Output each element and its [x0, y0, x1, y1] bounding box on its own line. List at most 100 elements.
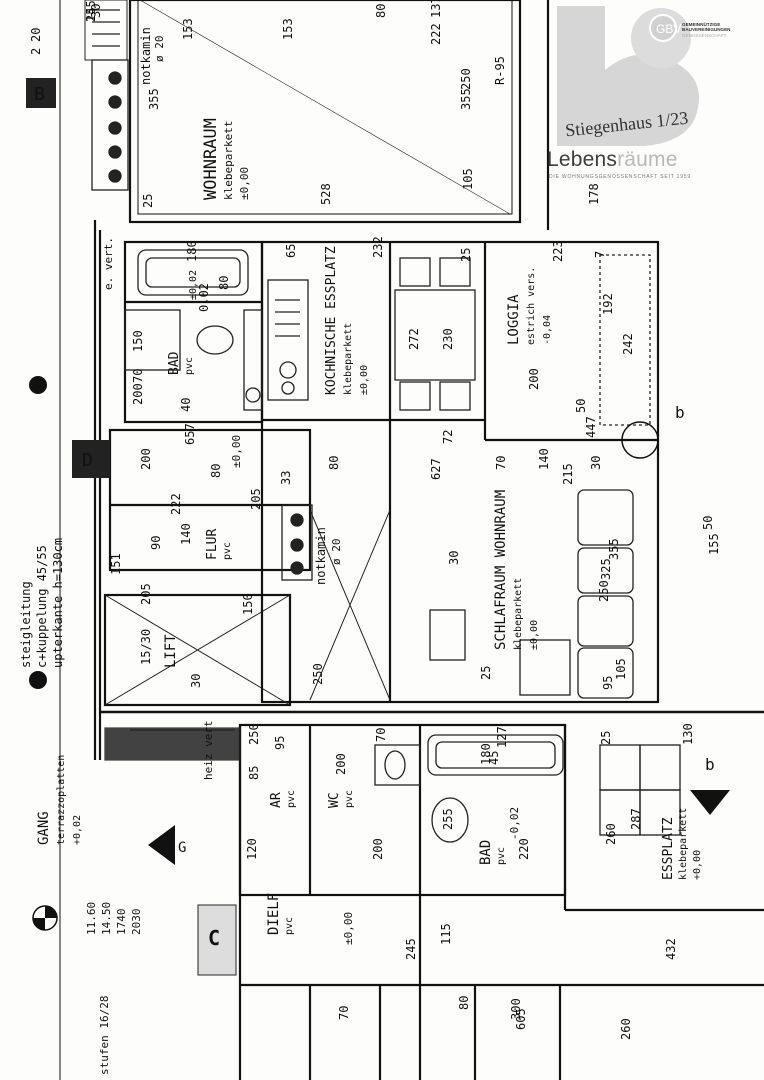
note-heiz-vert: heiz vert — [202, 720, 215, 780]
dimension-label: 70 — [131, 369, 145, 383]
room-name-schlafraum: SCHLAFRAUM WOHNRAUM — [493, 490, 509, 650]
logo-shape-icon: GBV — [557, 6, 700, 146]
dimension-label: 80 — [327, 456, 341, 470]
dimension-label: 355 — [147, 88, 161, 110]
dimension-label: 153 — [281, 18, 295, 40]
room-level-dielf: ±0,00 — [342, 912, 355, 945]
dimension-label: 200 — [527, 368, 541, 390]
dimension-label: 242 — [621, 333, 635, 355]
dimension-label: 325 — [599, 558, 613, 580]
dimension-label: 80 — [374, 4, 388, 18]
dimension-label: 70 — [494, 456, 508, 470]
dimension-label: 80 — [457, 996, 471, 1010]
dimension-label: 127 — [495, 726, 509, 748]
room-name-bad-top: BAD — [167, 351, 182, 375]
dimension-label: 80 — [209, 464, 223, 478]
dimension-label: 200 — [334, 753, 348, 775]
dimension-label: 260 — [604, 823, 618, 845]
dimension-label: 50 — [701, 516, 715, 530]
dimension-label: 33 — [279, 471, 293, 485]
room-name-dielf: DIELF — [266, 893, 282, 935]
room-name-wc: WC — [327, 792, 342, 808]
section-markers: B D C G b b — [26, 78, 730, 976]
dimension-label: 25 — [84, 8, 98, 22]
room-floor-schlafraum: klebeparkett — [513, 578, 524, 650]
note-height-3: 2030 — [130, 909, 143, 936]
dimension-label: 657 — [183, 423, 197, 445]
dimension-label: 272 — [407, 328, 421, 350]
room-floor-essplatz: klebeparkett — [678, 808, 689, 880]
dimension-label: 85 — [247, 766, 261, 780]
dimension-label: 30 — [189, 674, 203, 688]
note-notkamin-top-size: ø 20 — [153, 36, 166, 63]
dimension-label: 30 — [589, 456, 603, 470]
dimension-label: 300 — [509, 998, 523, 1020]
section-mark-g: G — [178, 840, 186, 856]
dimension-label: 50 — [574, 399, 588, 413]
dimension-label: 25 — [479, 666, 493, 680]
note-e-vert: e. vert. — [102, 237, 115, 290]
room-name-loggia: LOGGIA — [506, 294, 522, 345]
dimension-label: 230 — [441, 328, 455, 350]
room-level-wohnraum-top: ±0,00 — [238, 167, 251, 200]
note-height-0: 11.60 — [85, 902, 98, 935]
room-name-kochnische: KOCHNISCHE ESSPLATZ — [324, 246, 339, 395]
note-notkamin-mid: notkamin — [314, 527, 328, 585]
dimension-label: 605 — [514, 1008, 528, 1030]
dimension-label: 140 — [537, 448, 551, 470]
dimension-label: 232 — [371, 236, 385, 258]
room-floor-ar: pvc — [286, 790, 297, 808]
dimension-label: 200 — [139, 448, 153, 470]
room-floor-dielf: pvc — [284, 917, 295, 935]
dimension-label: 178 — [587, 183, 601, 205]
room-name-gang: GANG — [36, 811, 52, 845]
dimension-label: 150 — [241, 593, 255, 615]
dimension-label: 250 — [311, 663, 325, 685]
dimension-label: 245 — [404, 938, 418, 960]
dimension-label: 355 — [459, 88, 473, 110]
dimension-label: 145 — [84, 0, 98, 22]
dimension-label: R-95 — [493, 56, 507, 85]
dimension-label: 260 — [619, 1018, 633, 1040]
room-name-essplatz: ESSPLATZ — [661, 817, 676, 880]
note-unterkante: upterkante h=130cm — [51, 538, 65, 668]
dimension-label: 130 — [681, 723, 695, 745]
dimension-label: 140 — [179, 523, 193, 545]
dimension-label: 105 — [461, 168, 475, 190]
dimension-label: 250 — [459, 68, 473, 90]
room-level-gang: +0,02 — [72, 815, 83, 845]
dimension-label: 95 — [273, 736, 287, 750]
room-level-bad-top: ±0,02 — [188, 270, 199, 300]
room-floor-flur: pvc — [222, 542, 233, 560]
room-level-bad-bottom: -0,02 — [508, 807, 521, 840]
dimension-label: 7 — [593, 251, 607, 258]
dimension-label: 115 — [439, 923, 453, 945]
room-floor-kochnische: klebeparkett — [343, 323, 354, 395]
room-level-loggia: -0,04 — [542, 315, 553, 345]
section-mark-b-bottom: b — [705, 755, 715, 774]
dimension-label: 30 — [89, 4, 103, 18]
room-name-ar: AR — [269, 792, 284, 808]
dimension-label: 137 — [429, 0, 443, 18]
dimension-label: 200 — [371, 838, 385, 860]
dimension-label: 192 — [601, 293, 615, 315]
dimension-label: 627 — [429, 458, 443, 480]
room-level-kochnische: ±0,00 — [359, 365, 370, 395]
room-labels: WOHNRAUM klebeparkett ±0,00 KOCHNISCHE E… — [36, 118, 703, 945]
dimension-label: 25 — [141, 194, 155, 208]
svg-text:GBV: GBV — [656, 22, 681, 36]
room-floor-bad-bottom: pvc — [496, 847, 507, 865]
dimension-label: 153 — [181, 18, 195, 40]
fixtures — [84, 0, 681, 843]
plan-notes: steigleitung c+kuppelung 45/55 upterkant… — [19, 27, 343, 1075]
room-level-schlafraum: ±0,00 — [529, 620, 540, 650]
note-stufen: stufen 16/28 — [98, 996, 111, 1075]
section-mark-b: B — [34, 84, 45, 105]
dimension-label: 80 — [217, 276, 231, 290]
dimension-label: 155 — [707, 533, 721, 555]
dimension-label: 105 — [614, 658, 628, 680]
dimension-label: 222 — [429, 23, 443, 45]
dimension-label: 200 — [131, 383, 145, 405]
